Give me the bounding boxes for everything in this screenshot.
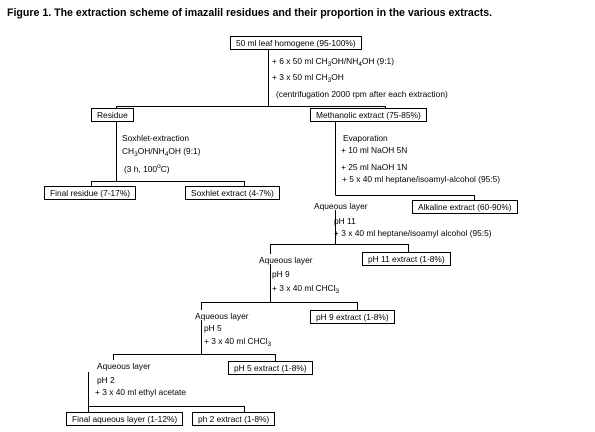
- step-ph-9: pH 9: [272, 269, 290, 279]
- label-aqueous-layer-4: Aqueous layer: [97, 361, 151, 371]
- step-heptane-isoamyl-2: + 3 x 40 ml heptane/isoamyl alcohol (95:…: [334, 228, 492, 238]
- label-aqueous-layer-1: Aqueous layer: [314, 201, 368, 211]
- box-methanolic-extract: Methanolic extract (75-85%): [310, 108, 427, 122]
- label-aqueous-layer-2: Aqueous layer: [259, 255, 313, 265]
- figure-title: Figure 1. The extraction scheme of imaza…: [7, 7, 493, 19]
- step-soxhlet-extraction: Soxhlet-extraction: [122, 133, 190, 143]
- step-ph-2: pH 2: [97, 375, 115, 385]
- step-soxhlet-conditions: (3 h, 100oC): [124, 163, 170, 174]
- step-ch3oh-nh4oh: + 6 x 50 ml CH3OH/NH4OH (9:1): [272, 56, 394, 68]
- box-final-residue: Final residue (7-17%): [44, 186, 137, 200]
- box-ph2-extract: ph 2 extract (1-8%): [192, 412, 276, 426]
- box-alkaline-extract: Alkaline extract (60-90%): [412, 200, 518, 214]
- step-naoh-1n: + 25 ml NaOH 1N: [341, 162, 408, 172]
- step-ethyl-acetate: + 3 x 40 ml ethyl acetate: [95, 387, 187, 397]
- step-heptane-isoamyl-1: + 5 x 40 ml heptane/isoamyl-alcohol (95:…: [342, 174, 501, 184]
- label-aqueous-layer-3: Aqueous layer: [195, 311, 249, 321]
- step-naoh-5n: + 10 ml NaOH 5N: [341, 145, 408, 155]
- box-final-aqueous-layer: Final aqueous layer (1-12%): [66, 412, 184, 426]
- box-ph5-extract: pH 5 extract (1-8%): [228, 361, 313, 375]
- step-soxhlet-solvent: CH3OH/NH4OH (9:1): [122, 146, 201, 158]
- step-ch3oh: + 3 x 50 ml CH3OH: [272, 72, 344, 84]
- box-ph11-extract: pH 11 extract (1-8%): [362, 252, 451, 266]
- box-leaf-homogene: 50 ml leaf homogene (95-100%): [230, 36, 362, 50]
- step-ph-5: pH 5: [204, 323, 222, 333]
- box-ph9-extract: pH 9 extract (1-8%): [310, 310, 395, 324]
- step-chcl3-1: + 3 x 40 ml CHCl3: [272, 283, 340, 295]
- box-soxhlet-extract: Soxhlet extract (4-7%): [185, 186, 280, 200]
- step-centrifugation: (centrifugation 2000 rpm after each extr…: [276, 89, 448, 99]
- step-ph-11: pH 11: [334, 216, 356, 226]
- step-evaporation: Evaporation: [343, 133, 388, 143]
- box-residue: Residue: [91, 108, 134, 122]
- step-chcl3-2: + 3 x 40 ml CHCl3: [204, 336, 272, 348]
